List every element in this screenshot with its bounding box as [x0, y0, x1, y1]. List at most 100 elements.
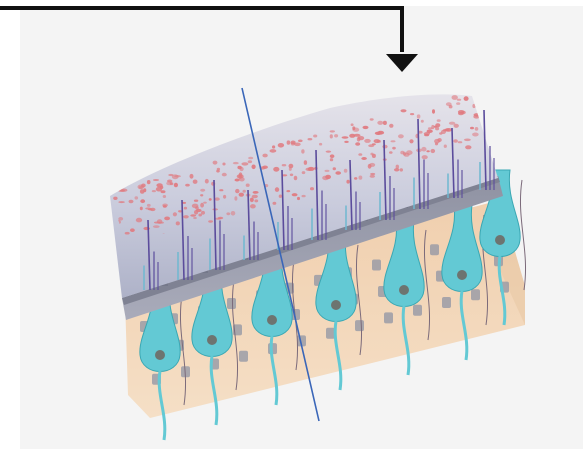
mucus-dot	[351, 123, 354, 126]
mucus-dot	[358, 136, 364, 140]
mucus-dot	[302, 195, 306, 197]
mucus-dot	[422, 155, 428, 159]
mucus-dot	[273, 202, 277, 205]
mucus-dot	[215, 218, 221, 220]
mucus-dot	[421, 147, 426, 152]
mucus-dot	[458, 112, 464, 116]
mucus-dot	[396, 165, 399, 169]
mucus-dot	[409, 139, 413, 143]
mucus-dot	[355, 142, 360, 146]
mucus-dot	[262, 154, 267, 158]
mucus-dot	[457, 99, 461, 101]
mucus-dot	[161, 190, 166, 193]
nucleus	[399, 285, 409, 295]
mucus-dot	[456, 102, 460, 105]
mucus-dot	[424, 134, 429, 137]
mucus-dot	[168, 174, 173, 176]
mucus-dot	[382, 145, 387, 149]
mucus-dot	[233, 162, 239, 164]
nucleus	[267, 315, 277, 325]
mucus-dot	[302, 171, 306, 174]
mucus-dot	[291, 141, 296, 145]
mucus-dot	[248, 160, 252, 163]
mucus-dot	[216, 170, 220, 173]
mucus-dot	[198, 214, 202, 217]
mucus-dot	[194, 200, 198, 202]
mucus-dot	[292, 193, 298, 196]
mucus-dot	[125, 232, 130, 235]
mucus-dot	[354, 177, 357, 180]
mucus-dot	[454, 124, 459, 128]
mucus-dot	[465, 145, 471, 149]
mucus-dot	[444, 145, 447, 148]
basal-cell	[227, 298, 236, 309]
mucus-dot	[401, 109, 407, 112]
mucus-dot	[193, 217, 197, 219]
mucus-dot	[143, 188, 146, 192]
mucus-dot	[297, 197, 300, 200]
mucus-dot	[446, 102, 452, 106]
mucus-dot	[223, 195, 226, 199]
mucus-dot	[398, 134, 404, 138]
mucus-dot	[213, 161, 218, 165]
mucus-dot	[298, 140, 303, 143]
mucus-dot	[437, 119, 441, 122]
mucus-dot	[389, 151, 393, 154]
mucus-dot	[286, 190, 290, 192]
basal-cell	[442, 297, 451, 308]
mucus-dot	[452, 95, 458, 100]
mucus-dot	[290, 174, 293, 177]
mucus-dot	[359, 176, 363, 180]
mucus-dot	[308, 167, 315, 171]
mucus-dot	[325, 170, 330, 172]
mucus-dot	[153, 179, 159, 181]
mucus-dot	[140, 199, 145, 203]
mucus-dot	[335, 171, 341, 175]
mucus-dot	[174, 183, 178, 188]
mucus-dot	[252, 195, 258, 198]
mucus-dot	[464, 96, 469, 101]
basal-cell	[372, 260, 381, 271]
mucus-dot	[301, 149, 304, 153]
mucus-dot	[163, 205, 167, 208]
mucus-dot	[368, 164, 372, 169]
mucus-dot	[147, 204, 151, 207]
basal-cell	[355, 320, 364, 331]
mucus-dot	[370, 173, 375, 175]
mucus-dot	[370, 118, 374, 120]
mucus-dot	[160, 186, 163, 189]
mucus-dot	[427, 129, 433, 133]
mucus-dot	[200, 194, 203, 196]
mucus-dot	[235, 189, 239, 193]
mucus-dot	[136, 218, 142, 223]
mucus-dot	[262, 166, 268, 169]
mucus-dot	[279, 195, 282, 198]
mucus-dot	[185, 184, 190, 187]
mucus-dot	[370, 175, 375, 178]
mucus-dot	[246, 184, 250, 187]
mucus-dot	[377, 140, 381, 143]
mucus-dot	[248, 157, 253, 160]
mucus-dot	[250, 204, 256, 208]
mucus-dot	[330, 130, 335, 132]
mucus-dot	[273, 167, 279, 172]
mucus-dot	[243, 190, 246, 193]
mucus-dot	[308, 138, 313, 140]
mucus-dot	[231, 211, 236, 216]
basal-cell	[239, 351, 248, 362]
mucus-dot	[361, 157, 367, 160]
basal-cell	[326, 328, 335, 339]
mucus-dot	[235, 179, 240, 182]
mucus-dot	[389, 124, 393, 128]
mucus-dot	[475, 127, 479, 131]
mucus-dot	[254, 199, 258, 202]
mucus-dot	[458, 141, 463, 143]
mucus-dot	[334, 134, 338, 137]
mucus-dot	[250, 198, 254, 203]
mucus-dot	[200, 203, 204, 208]
mucus-dot	[391, 140, 396, 142]
mucus-dot	[426, 150, 429, 152]
mucus-dot	[253, 191, 259, 194]
mucus-dot	[410, 113, 414, 115]
mucus-dot	[208, 220, 213, 222]
